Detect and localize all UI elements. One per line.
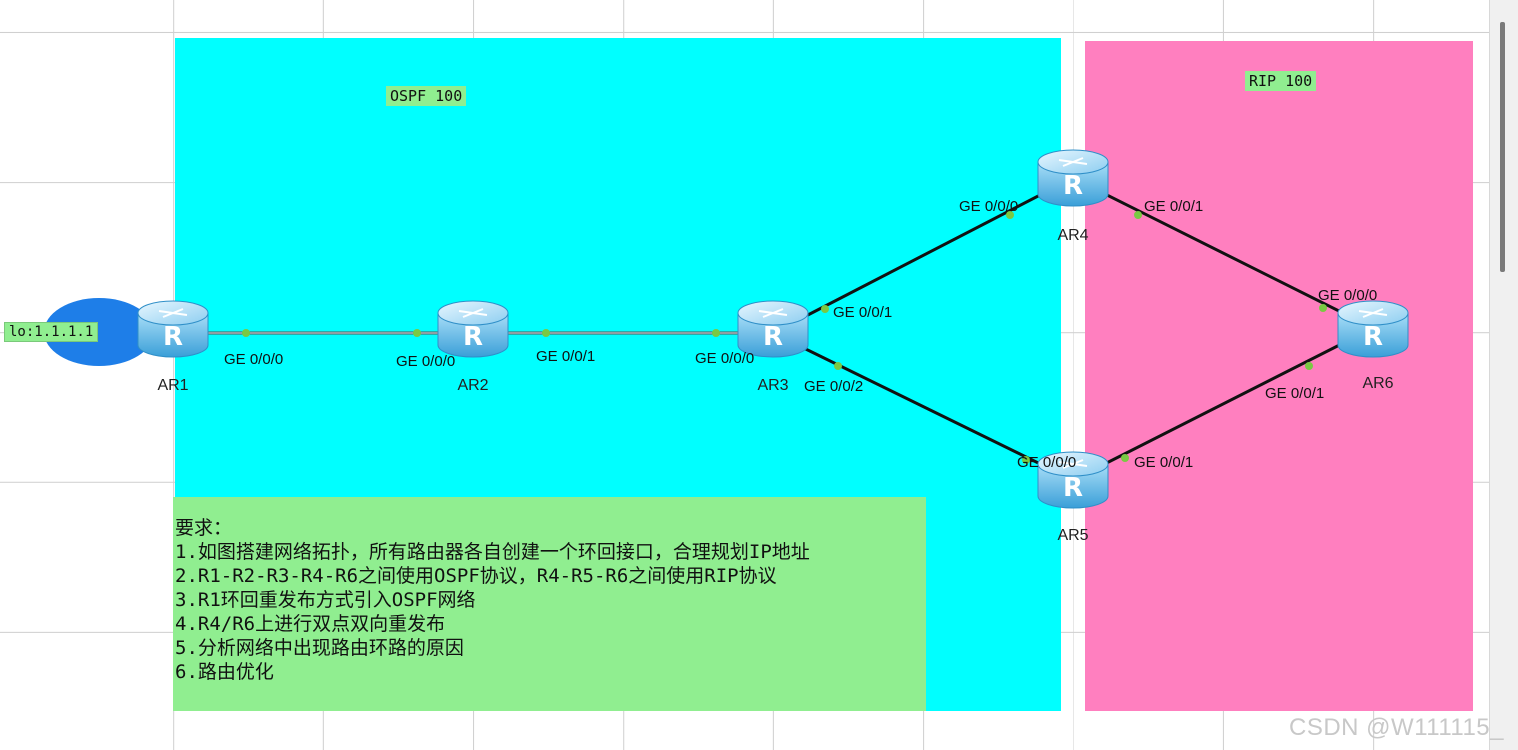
requirement-line: 2.R1-R2-R3-R4-R6之间使用OSPF协议，R4-R5-R6之间使用R… bbox=[175, 565, 777, 587]
loopback-label: lo:1.1.1.1 bbox=[4, 322, 99, 342]
port-dot bbox=[712, 329, 720, 337]
interface-label: GE 0/0/1 bbox=[1265, 385, 1324, 402]
interface-label: GE 0/0/0 bbox=[695, 350, 754, 367]
port-dot bbox=[1022, 456, 1030, 464]
interface-label: GE 0/0/0 bbox=[1017, 454, 1076, 471]
requirement-line: 3.R1环回重发布方式引入OSPF网络 bbox=[175, 589, 476, 611]
port-dot bbox=[542, 329, 550, 337]
interface-label: GE 0/0/0 bbox=[396, 353, 455, 370]
port-dot bbox=[1121, 454, 1129, 462]
port-dot bbox=[1134, 211, 1142, 219]
requirement-line: 要求： bbox=[175, 517, 233, 539]
requirement-line: 1.如图搭建网络拓扑，所有路由器各自创建一个环回接口，合理规划IP地址 bbox=[175, 541, 810, 563]
port-dot bbox=[821, 305, 829, 313]
port-dot bbox=[834, 362, 842, 370]
interface-label: GE 0/0/1 bbox=[1144, 198, 1203, 215]
router-ar6-icon[interactable] bbox=[1337, 300, 1409, 358]
interface-label: GE 0/0/2 bbox=[804, 378, 863, 395]
router-ar5-label: AR5 bbox=[1057, 527, 1088, 544]
router-ar4-label: AR4 bbox=[1057, 227, 1088, 244]
router-ar3-label: AR3 bbox=[757, 377, 788, 394]
link-ar5-ar6 bbox=[1072, 326, 1374, 482]
requirement-line: 6.路由优化 bbox=[175, 661, 274, 683]
router-ar6-label: AR6 bbox=[1362, 375, 1393, 392]
interface-label: GE 0/0/1 bbox=[536, 348, 595, 365]
rip-area-label: RIP 100 bbox=[1245, 71, 1317, 91]
requirement-line: 4.R4/R6上进行双点双向重发布 bbox=[175, 613, 446, 635]
port-dot bbox=[1006, 211, 1014, 219]
router-ar2-label: AR2 bbox=[457, 377, 488, 394]
router-ar4-icon[interactable] bbox=[1037, 149, 1109, 207]
requirement-line: 5.分析网络中出现路由环路的原因 bbox=[175, 637, 464, 659]
port-dot bbox=[413, 329, 421, 337]
ospf-area-label: OSPF 100 bbox=[386, 86, 467, 106]
interface-label: GE 0/0/0 bbox=[1318, 287, 1377, 304]
scrollbar-thumb[interactable] bbox=[1500, 22, 1505, 272]
interface-label: GE 0/0/0 bbox=[959, 198, 1018, 215]
interface-label: GE 0/0/0 bbox=[224, 351, 283, 368]
router-ar2-icon[interactable] bbox=[437, 300, 509, 358]
port-dot bbox=[1319, 304, 1327, 312]
router-ar1-icon[interactable] bbox=[137, 300, 209, 358]
requirements-box: 要求： 1.如图搭建网络拓扑，所有路由器各自创建一个环回接口，合理规划IP地址 … bbox=[173, 497, 926, 711]
link-ar4-ar6 bbox=[1072, 176, 1374, 330]
router-ar1-label: AR1 bbox=[157, 377, 188, 394]
link-ar3-ar4 bbox=[772, 176, 1074, 335]
router-ar3-icon[interactable] bbox=[737, 300, 809, 358]
vertical-scrollbar[interactable] bbox=[1489, 0, 1518, 750]
watermark: CSDN @W111115_ bbox=[1289, 714, 1504, 741]
link-ar3-ar5 bbox=[772, 331, 1074, 482]
port-dot bbox=[1305, 362, 1313, 370]
interface-label: GE 0/0/1 bbox=[1134, 454, 1193, 471]
interface-label: GE 0/0/1 bbox=[833, 304, 892, 321]
port-dot bbox=[242, 329, 250, 337]
